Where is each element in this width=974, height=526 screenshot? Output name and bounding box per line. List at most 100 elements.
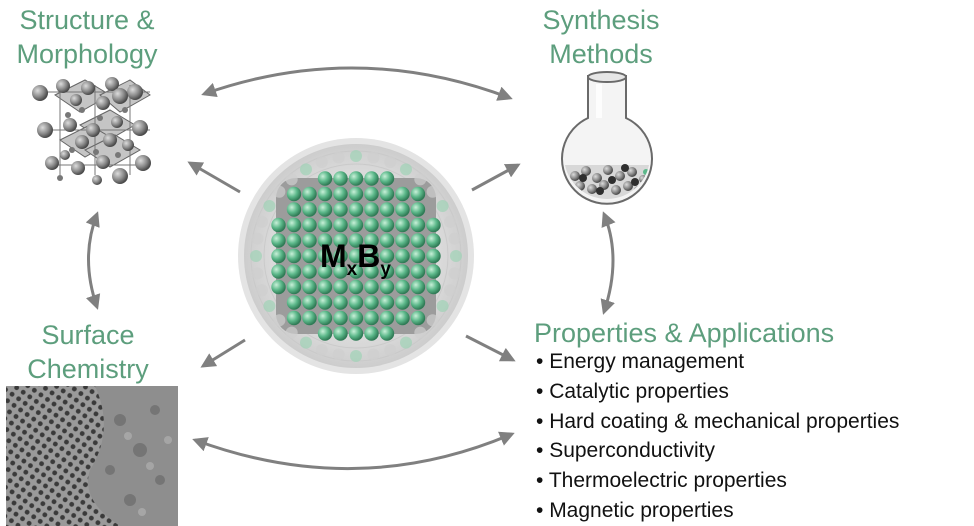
atom [271, 233, 286, 248]
structure-label-line1: Structure & [19, 5, 155, 35]
atom [333, 310, 348, 326]
atom [348, 202, 364, 217]
atom [302, 233, 317, 248]
atom [395, 295, 410, 310]
atom [395, 186, 410, 202]
synthesis-label-line1: Synthesis [542, 5, 660, 35]
atom [410, 202, 426, 217]
atom [348, 233, 364, 248]
shell-atom [384, 344, 397, 356]
shell-atom [250, 250, 262, 262]
atom [410, 233, 426, 248]
shell-atom [450, 250, 462, 262]
node-synthesis-methods: Synthesis Methods [526, 3, 676, 71]
structure-label-line2: Morphology [16, 39, 158, 69]
flask-image [561, 71, 653, 205]
atom [379, 202, 395, 217]
atom [348, 264, 364, 279]
shell-atom [251, 232, 264, 245]
node-surface-chemistry: Surface Chemistry [8, 318, 168, 386]
properties-title: Properties & Applications [534, 318, 835, 348]
atom [271, 279, 286, 295]
shell-atom [448, 232, 461, 245]
atom [286, 248, 302, 264]
atom [379, 233, 395, 248]
shell-atom [315, 344, 328, 356]
atom [364, 217, 379, 233]
atom [379, 248, 395, 264]
shell-atom [285, 173, 298, 186]
arrow-synthesis-properties [600, 211, 616, 315]
shell-atom [273, 185, 286, 198]
atom [426, 279, 441, 295]
atom [333, 171, 348, 186]
atom [317, 217, 333, 233]
atom [333, 279, 348, 295]
atom [286, 279, 302, 295]
formula-m: M [320, 238, 347, 274]
shell-atom [444, 284, 456, 297]
shell-atom [400, 336, 412, 349]
atom [302, 248, 317, 264]
shell-atom [367, 151, 380, 164]
atom [317, 233, 333, 248]
atom [379, 326, 395, 341]
list-item: Thermoelectric properties [536, 466, 899, 496]
atom [333, 264, 348, 279]
atom [364, 171, 379, 186]
shell-atom [332, 348, 345, 361]
atom [395, 217, 410, 233]
atom [333, 186, 348, 202]
atom [395, 233, 410, 248]
atom [379, 186, 395, 202]
shell-atom [285, 326, 298, 339]
shell-atom [263, 300, 276, 312]
atom [302, 295, 317, 310]
arrow-center-structure [187, 161, 241, 194]
atom [271, 248, 286, 264]
shell-atom [332, 151, 345, 164]
atom [379, 171, 395, 186]
atom [410, 217, 426, 233]
atom [348, 171, 364, 186]
shell-atom [436, 300, 449, 312]
shell-atom [367, 348, 380, 361]
list-item: Superconductivity [536, 436, 899, 466]
atom [364, 202, 379, 217]
atom [364, 295, 379, 310]
synthesis-label-line2: Methods [549, 39, 653, 69]
shell-atom [315, 156, 328, 168]
atom [317, 279, 333, 295]
shell-atom [273, 314, 286, 327]
arrow-structure-surface [85, 211, 101, 310]
atom [379, 264, 395, 279]
atom [333, 233, 348, 248]
atom [348, 279, 364, 295]
atom [348, 326, 364, 341]
atom [395, 279, 410, 295]
atom [410, 279, 426, 295]
shell-atom [414, 326, 427, 339]
atom [286, 202, 302, 217]
atom [364, 326, 379, 341]
shell-atom [426, 314, 439, 327]
atom [364, 233, 379, 248]
atom [348, 186, 364, 202]
arrow-surface-properties [192, 431, 515, 471]
atom [395, 310, 410, 326]
list-item: Catalytic properties [536, 377, 899, 407]
atom [410, 186, 426, 202]
atom [286, 233, 302, 248]
atom [302, 186, 317, 202]
arrow-center-synthesis [471, 163, 521, 192]
atom [317, 310, 333, 326]
atom [426, 217, 441, 233]
formula-sub-x: x [346, 259, 358, 280]
arrow-center-properties [465, 334, 516, 362]
shell-atom [350, 350, 362, 362]
atom [317, 202, 333, 217]
atom [286, 217, 302, 233]
shell-atom [350, 150, 362, 162]
atom [348, 217, 364, 233]
